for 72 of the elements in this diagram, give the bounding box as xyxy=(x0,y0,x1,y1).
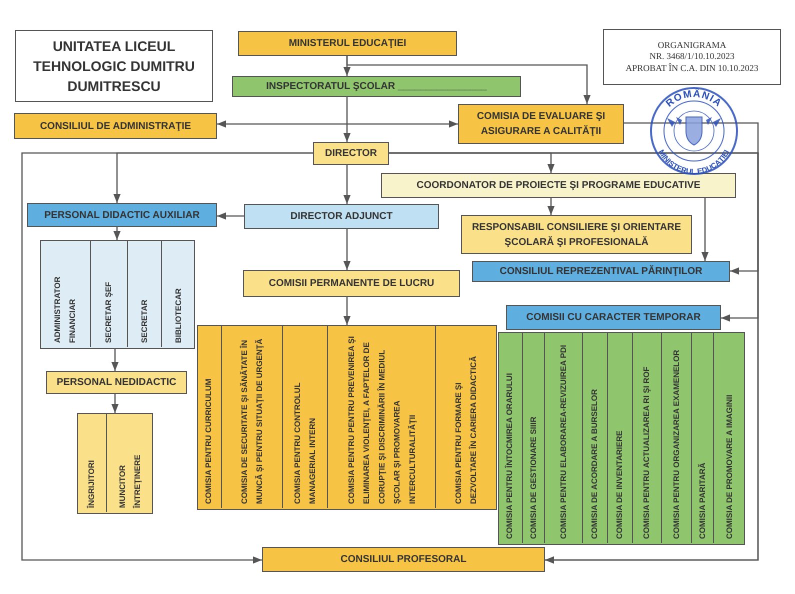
column-label: COMISIA DE PROMOVARE A IMAGINII xyxy=(724,394,735,539)
group-panel xyxy=(498,332,745,545)
column-label: COMISIA PENTRU ORGANIZAREA EXAMENELOR xyxy=(670,348,682,539)
org-box xyxy=(458,104,624,144)
column-label: SECRETAR xyxy=(138,298,150,343)
org-box xyxy=(381,173,736,198)
box-label: PERSONAL NEDIDACTIC xyxy=(56,376,176,390)
connector-arrow xyxy=(343,229,351,270)
column-label: ADMINISTRATOR FINANCIAR xyxy=(52,276,78,343)
org-box xyxy=(14,113,217,139)
box-label: MINISTERUL EDUCAŢIEI xyxy=(288,37,406,51)
connector-arrow xyxy=(217,212,244,220)
connector-arrow xyxy=(113,227,121,240)
box-label: APROBAT ÎN C.A. DIN 10.10.2023 xyxy=(626,62,758,74)
org-box xyxy=(262,547,545,572)
box-label: CONSILIUL REPREZENTIVAL PĂRINŢILOR xyxy=(500,264,702,279)
org-box xyxy=(238,31,457,56)
box-label: ORGANIGRAMA xyxy=(658,40,726,52)
box-label: COORDONATOR DE PROIECTE ŞI PROGRAME EDUCATIVE xyxy=(416,179,700,193)
column-label: COMISIA PENTRU ÎNTOCMIREA ORARULUI xyxy=(504,372,516,539)
box-label: PERSONAL DIDACTIC AUXILIAR xyxy=(44,208,200,222)
connector-arrow xyxy=(343,165,351,204)
box-label: CONSILIUL DE ADMINISTRAŢIE xyxy=(40,120,192,134)
org-box xyxy=(603,29,781,85)
box-label: CONSILIUL PROFESORAL xyxy=(340,553,466,567)
connector-arrow xyxy=(343,97,351,142)
org-box xyxy=(506,305,721,330)
connector-arrow xyxy=(701,198,709,261)
org-box xyxy=(232,76,521,97)
connector-arrow xyxy=(111,394,119,413)
org-box xyxy=(27,203,217,227)
org-box xyxy=(46,371,187,394)
connector-arrow xyxy=(343,297,351,325)
connector-arrow xyxy=(111,349,119,371)
column-label: COMISIA PENTRU FORMARE ŞI DEZVOLTARE ÎN CARIERA DIDACTICĂ xyxy=(453,355,480,504)
box-label: INSPECTORATUL ŞCOLAR ________________ xyxy=(266,80,487,94)
org-box xyxy=(472,261,730,282)
column-label: COMISIA PARITARĂ xyxy=(696,462,708,539)
connector-arrow xyxy=(389,152,759,564)
group-panel xyxy=(77,413,153,514)
column-label: ÎNGRIJITORI xyxy=(86,459,97,508)
box-label: COMISIA DE EVALUARE ŞI ASIGURARE A CALITĂŢII xyxy=(476,110,606,139)
column-label: COMISIA DE GESTIONARE SIIIR xyxy=(528,416,539,539)
group-panel xyxy=(40,240,195,349)
box-label: COMISII PERMANENTE DE LUCRU xyxy=(268,277,434,291)
column-label: COMISIA PENTRU ELABORAREA-REVIZUIREA PDI xyxy=(558,344,569,539)
column-label: COMISIA DE INVENTARIERE xyxy=(614,430,626,539)
column-label: COMISIA PENTRU CURRICULUM xyxy=(203,378,214,504)
org-box xyxy=(313,142,389,165)
column-label: COMISIA PENTRU PENTRU PREVENIREA ŞI ELIMINAREA VIOLENŢEI, A FAPTELOR DE CORUPŢIE ŞI DISCRIMINĂRII ÎN MEDIUL ŞCOLAR ŞI PROMOVAREA INTERCULTURALITĂŢII xyxy=(346,335,418,504)
column-label: BIBLIOTECAR xyxy=(172,287,184,343)
box-label: RESPONSABIL CONSILIERE ŞI ORIENTARE ŞCOLARĂ ŞI PROFESIONALĂ xyxy=(470,220,682,250)
connector-arrow xyxy=(217,120,458,128)
box-label: DIRECTOR ADJUNCT xyxy=(290,210,393,224)
connector-arrow xyxy=(346,56,591,104)
column-label: COMISIA PENTRU CONTROLUL MANAGERIAL INTERN xyxy=(292,382,318,504)
column-label: MUNCITOR ÎNTREŢINERE xyxy=(116,454,143,508)
column-label: COMISIA DE ACORDARE A BURSELOR xyxy=(589,388,600,539)
box-label: NR. 3468/1/10.10.2023 xyxy=(649,51,734,63)
group-panel xyxy=(197,325,497,510)
column-label: SECRETAR ŞEF xyxy=(103,280,114,343)
column-label: COMISIA DE SECURITATE ŞI SĂNĂTATE ÎN MUNCĂ ŞI PENTRU SITUAŢII DE URGENŢĂ xyxy=(238,338,265,504)
org-box xyxy=(244,204,439,229)
org-box xyxy=(243,270,460,297)
org-box xyxy=(15,30,213,102)
org-box xyxy=(461,215,692,254)
connector-arrow xyxy=(21,152,313,564)
column-label: COMISIA PENTRU ACTUALIZAREA RI ŞI ROF xyxy=(641,366,652,539)
box-label: COMISII CU CARACTER TEMPORAR xyxy=(526,311,701,325)
box-label: DIRECTOR xyxy=(324,147,378,161)
connector-arrow xyxy=(547,198,555,215)
school-name: UNITATEA LICEUL TEHNOLOGIC DUMITRU DUMITRESCU xyxy=(32,36,196,96)
